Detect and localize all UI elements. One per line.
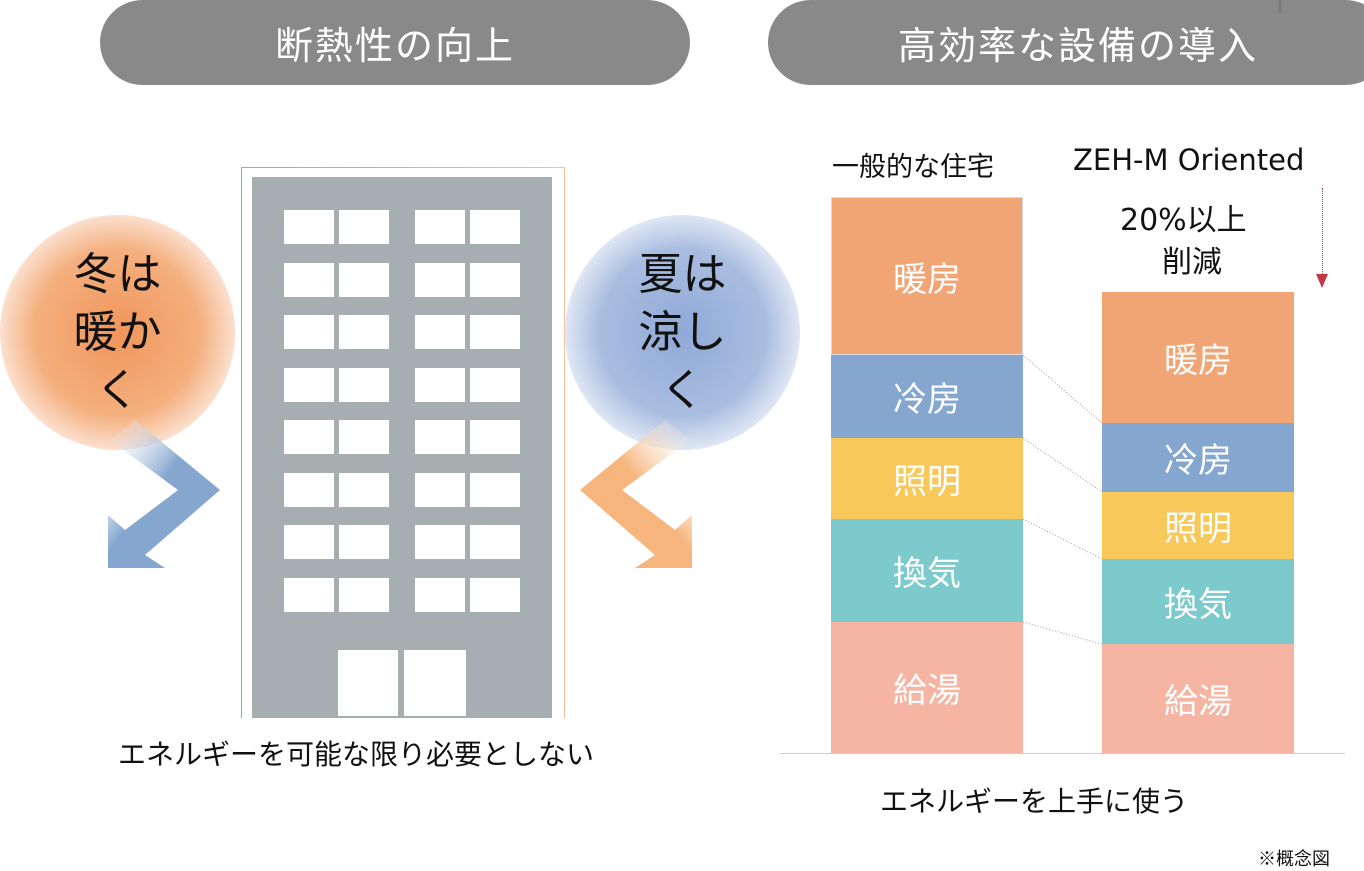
general-hotwater: 給湯	[831, 622, 1023, 753]
building-door-left	[338, 650, 398, 716]
insulation-caption: エネルギーを可能な限り必要としない	[118, 738, 595, 771]
insulation-header: 断熱性の向上	[100, 0, 690, 85]
building-window	[470, 472, 520, 507]
building-window	[470, 420, 520, 454]
winter-glow: 冬は暖かく	[0, 215, 235, 450]
building-window	[284, 262, 334, 297]
building-window	[470, 210, 520, 244]
building-window	[415, 210, 465, 244]
building-window	[339, 210, 389, 244]
winter-text: 冬は暖かく	[73, 248, 162, 416]
equipment-header: 高効率な設備の導入	[768, 0, 1364, 85]
building-window	[470, 367, 520, 402]
concept-note: ※概念図	[1258, 849, 1330, 870]
building-window	[339, 577, 389, 612]
building-window	[415, 472, 465, 507]
summer-glow: 夏は涼しく	[565, 215, 800, 450]
building-window	[415, 315, 465, 349]
building-window	[470, 525, 520, 559]
reduction-arrow-icon	[1316, 274, 1328, 288]
building-outline-top	[241, 167, 564, 168]
building-window	[415, 262, 465, 297]
general-cooling: 冷房	[831, 355, 1023, 438]
building-window	[339, 262, 389, 297]
zeh-hotwater: 給湯	[1102, 644, 1294, 753]
general-lighting: 照明	[831, 438, 1023, 519]
building-window	[284, 315, 334, 349]
zeh-ventilation: 換気	[1102, 559, 1294, 644]
building-window	[415, 420, 465, 454]
zeh-label: ZEH-M Oriented	[1073, 143, 1305, 177]
general-ventilation: 換気	[831, 519, 1023, 622]
building-window	[470, 315, 520, 349]
building-window	[470, 577, 520, 612]
general-heating: 暖房	[831, 197, 1023, 355]
building-window	[339, 420, 389, 454]
equipment-caption: エネルギーを上手に使う	[880, 785, 1189, 818]
building-window	[470, 262, 520, 297]
building-window	[339, 367, 389, 402]
building-window	[339, 472, 389, 507]
building-window	[415, 367, 465, 402]
reduction-arrow-line	[1322, 188, 1323, 276]
building-window	[339, 525, 389, 559]
arrows	[108, 420, 692, 568]
building-window	[415, 525, 465, 559]
zeh-cooling: 冷房	[1102, 423, 1294, 492]
blue-arrow-icon	[108, 420, 220, 568]
reduction-label: 20%以上	[1120, 203, 1247, 238]
summer-text: 夏は涼しく	[638, 248, 727, 416]
building-window	[339, 315, 389, 349]
building-window	[284, 577, 334, 612]
building-window	[284, 420, 334, 454]
building-door-right	[404, 650, 466, 716]
building-window	[284, 210, 334, 244]
building-window	[415, 577, 465, 612]
reduction-label-2: 削減	[1162, 245, 1222, 280]
building-outline-right	[564, 167, 565, 718]
general-house-label: 一般的な住宅	[832, 152, 994, 183]
zeh-lighting: 照明	[1102, 492, 1294, 559]
building-window	[284, 472, 334, 507]
building-outline-left	[241, 167, 242, 718]
building-window	[284, 525, 334, 559]
orange-arrow-icon	[580, 420, 692, 568]
zeh-heating: 暖房	[1102, 292, 1294, 423]
building-window	[284, 367, 334, 402]
